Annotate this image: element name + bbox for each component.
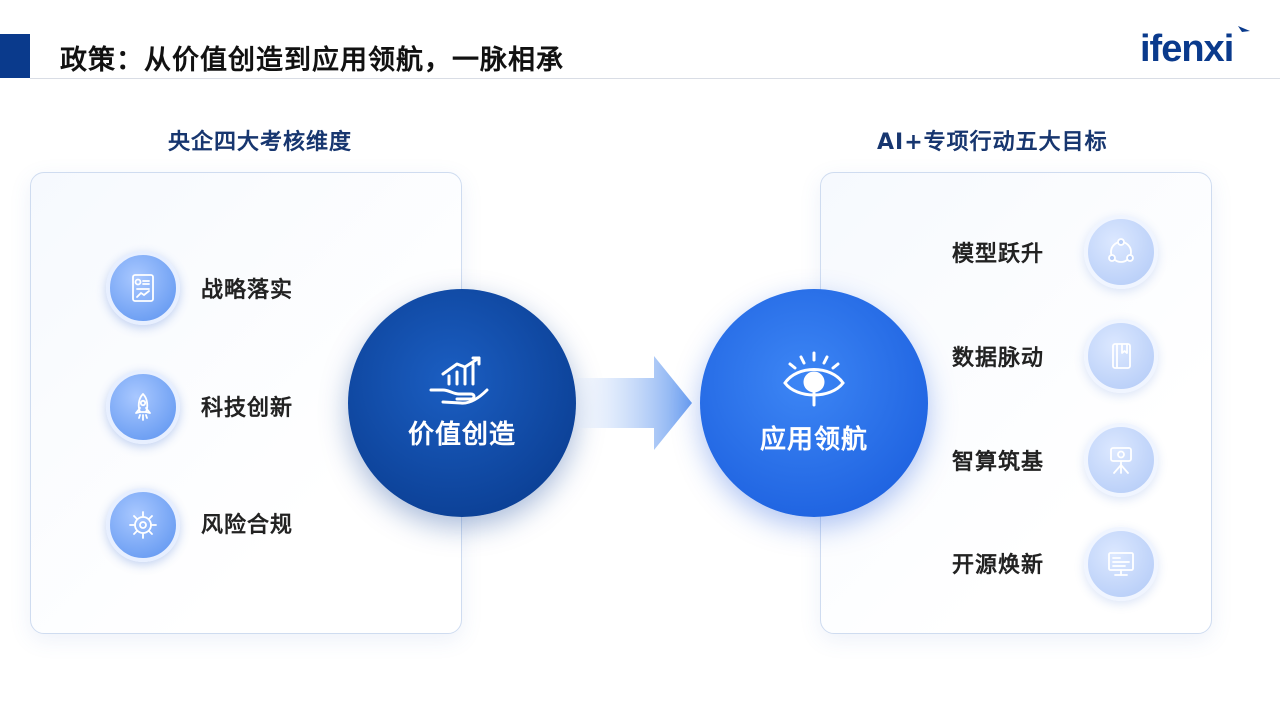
right-section-heading: AI+专项行动五大目标 [877, 130, 1108, 155]
header-divider [30, 78, 1280, 79]
right-item-icon-4 [1084, 527, 1158, 601]
book-icon [1112, 343, 1131, 369]
value-creation-label: 价值创造 [407, 419, 516, 450]
value-creation-circle: 价值创造 [348, 289, 576, 517]
gear-check-icon [129, 511, 157, 539]
left-item-label-3: 风险合规 [201, 513, 294, 538]
network-nodes-icon [1108, 238, 1134, 263]
left-item-label-1: 战略落实 [201, 278, 294, 303]
right-item-icon-3 [1084, 423, 1158, 497]
left-section-heading: 央企四大考核维度 [168, 130, 353, 155]
right-item-label-2: 数据脉动 [952, 346, 1045, 371]
header-accent-bar [0, 34, 30, 78]
brand-swoosh-icon [1238, 26, 1250, 32]
page-title: 政策：从价值创造到应用领航，一脉相承 [60, 45, 564, 76]
left-item-icon-2 [106, 370, 180, 444]
left-item-icon-3 [106, 488, 180, 562]
hand-growth-chart-icon [429, 356, 489, 405]
document-chart-icon [132, 274, 154, 302]
brand-wordmark: ifenxi [1140, 28, 1234, 70]
monitor-icon [1108, 552, 1134, 576]
eye-magnifier-icon [783, 351, 845, 406]
left-item-icon-1 [106, 251, 180, 325]
right-item-icon-1 [1084, 215, 1158, 289]
brand-logo: ifenxi [1140, 20, 1255, 70]
server-tripod-icon [1110, 447, 1132, 474]
right-item-label-4: 开源焕新 [952, 553, 1045, 578]
left-item-label-2: 科技创新 [201, 396, 294, 421]
right-item-label-3: 智算筑基 [952, 450, 1045, 475]
flow-arrow-icon [576, 356, 692, 450]
app-leadership-circle: 应用领航 [700, 289, 928, 517]
right-item-icon-2 [1084, 319, 1158, 393]
app-leadership-label: 应用领航 [759, 424, 868, 455]
rocket-icon [135, 393, 151, 421]
right-item-label-1: 模型跃升 [952, 242, 1045, 267]
